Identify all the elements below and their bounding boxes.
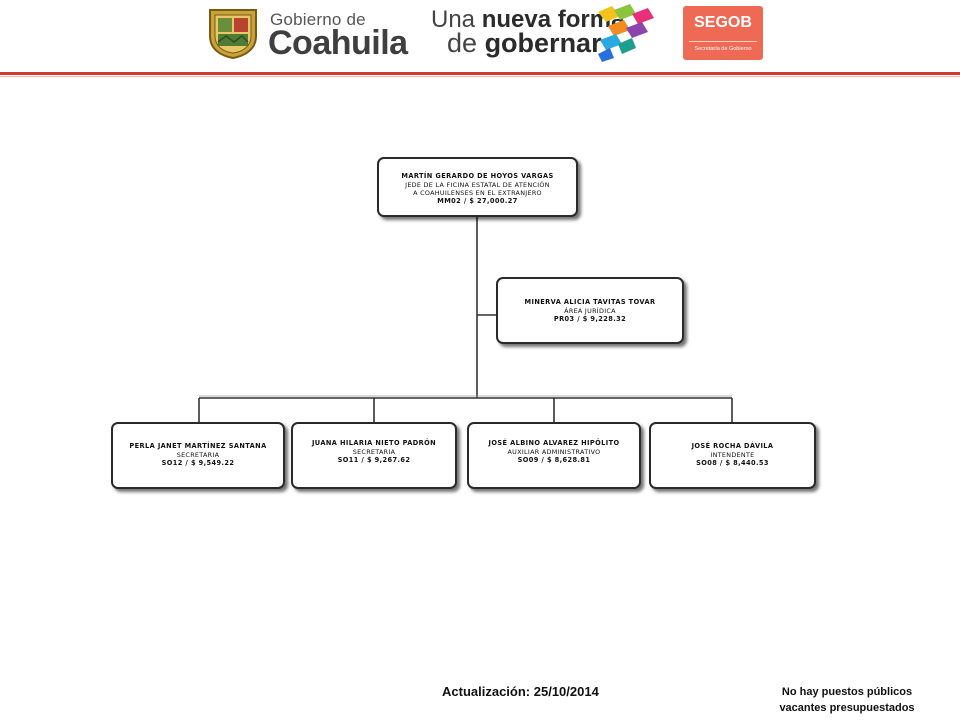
staff-2-salary: SO11 / $ 9,267.62	[337, 456, 411, 464]
slogan-de: de	[447, 28, 478, 58]
org-box-staff-4: JOSÉ ROCHA DÁVILA INTENDENTE SO08 / $ 8,…	[649, 422, 816, 489]
org-box-staff-2: JUANA HILARIA NIETO PADRÓN SECRETARIA SO…	[291, 422, 457, 489]
org-box-staff-3: JOSÉ ALBINO ALVAREZ HIPÓLITO AUXILIAR AD…	[467, 422, 641, 489]
slogan-line-1: Una nueva forma	[431, 6, 624, 34]
staff-4-role: INTENDENTE	[710, 451, 755, 459]
segob-divider	[689, 41, 757, 42]
org-box-staff-1: PERLA JANET MARTÍNEZ SANTANA SECRETARIA …	[111, 422, 285, 489]
header-red-divider-thin	[0, 76, 960, 77]
slogan-line-2: de gobernar	[447, 28, 602, 59]
segob-subtitle: Secretaría de Gobierno	[694, 46, 752, 52]
vacancies-line-2: vacantes presupuestados	[779, 702, 915, 714]
slogan-gobernar: gobernar	[484, 28, 602, 58]
director-role-line-2: A COAHUILENSES EN EL EXTRANJERO	[413, 189, 542, 197]
staff-1-role: SECRETARIA	[176, 451, 220, 459]
director-name: MARTÍN GERARDO DE HOYOS VARGAS	[401, 172, 554, 180]
staff-3-role: AUXILIAR ADMINISTRATIVO	[507, 448, 601, 456]
slogan-nueva-forma: nueva forma	[481, 6, 625, 33]
org-box-legal-area: MINERVA ALICIA TAVITAS TOVAR ÁREA JURÍDI…	[496, 277, 684, 344]
staff-2-name: JUANA HILARIA NIETO PADRÓN	[311, 439, 437, 447]
legal-name: MINERVA ALICIA TAVITAS TOVAR	[524, 298, 656, 306]
segob-title: SEGOB	[694, 14, 752, 31]
header-red-divider	[0, 72, 960, 75]
page-header: Gobierno de Coahuila Una nueva forma de …	[0, 0, 960, 72]
update-label: Actualización:	[442, 684, 531, 699]
vacancies-note: No hay puestos públicos vacantes presupu…	[748, 684, 946, 716]
gobierno-de-text: Gobierno de	[270, 10, 366, 29]
legal-salary: PR03 / $ 9,228.32	[553, 315, 627, 323]
update-date-line: Actualización: 25/10/2014	[442, 684, 599, 699]
segob-logo: SEGOB Secretaría de Gobierno	[683, 6, 763, 60]
staff-1-name: PERLA JANET MARTÍNEZ SANTANA	[129, 442, 267, 450]
coahuila-seal-icon	[209, 9, 257, 60]
staff-4-salary: SO08 / $ 8,440.53	[696, 459, 769, 467]
director-role-line-1: JEDE DE LA FICINA ESTATAL DE ATENCIÓN	[405, 181, 550, 189]
legal-role: ÁREA JURÍDICA	[564, 307, 616, 315]
colorful-brand-icon	[598, 4, 654, 62]
vacancies-line-1: No hay puestos públicos	[781, 686, 913, 698]
slogan-una: Una	[431, 6, 476, 33]
org-box-director: MARTÍN GERARDO DE HOYOS VARGAS JEDE DE L…	[377, 157, 578, 217]
staff-3-name: JOSÉ ALBINO ALVAREZ HIPÓLITO	[488, 439, 620, 447]
staff-2-role: SECRETARIA	[352, 448, 396, 456]
coahuila-wordmark: Coahuila	[268, 24, 408, 62]
director-salary: MM02 / $ 27,000.27	[437, 197, 518, 205]
staff-4-name: JOSÉ ROCHA DÁVILA	[691, 442, 774, 450]
staff-1-salary: SO12 / $ 9,549.22	[161, 459, 235, 467]
update-date: 25/10/2014	[533, 684, 599, 699]
staff-3-salary: SO09 / $ 8,628.81	[517, 456, 591, 464]
